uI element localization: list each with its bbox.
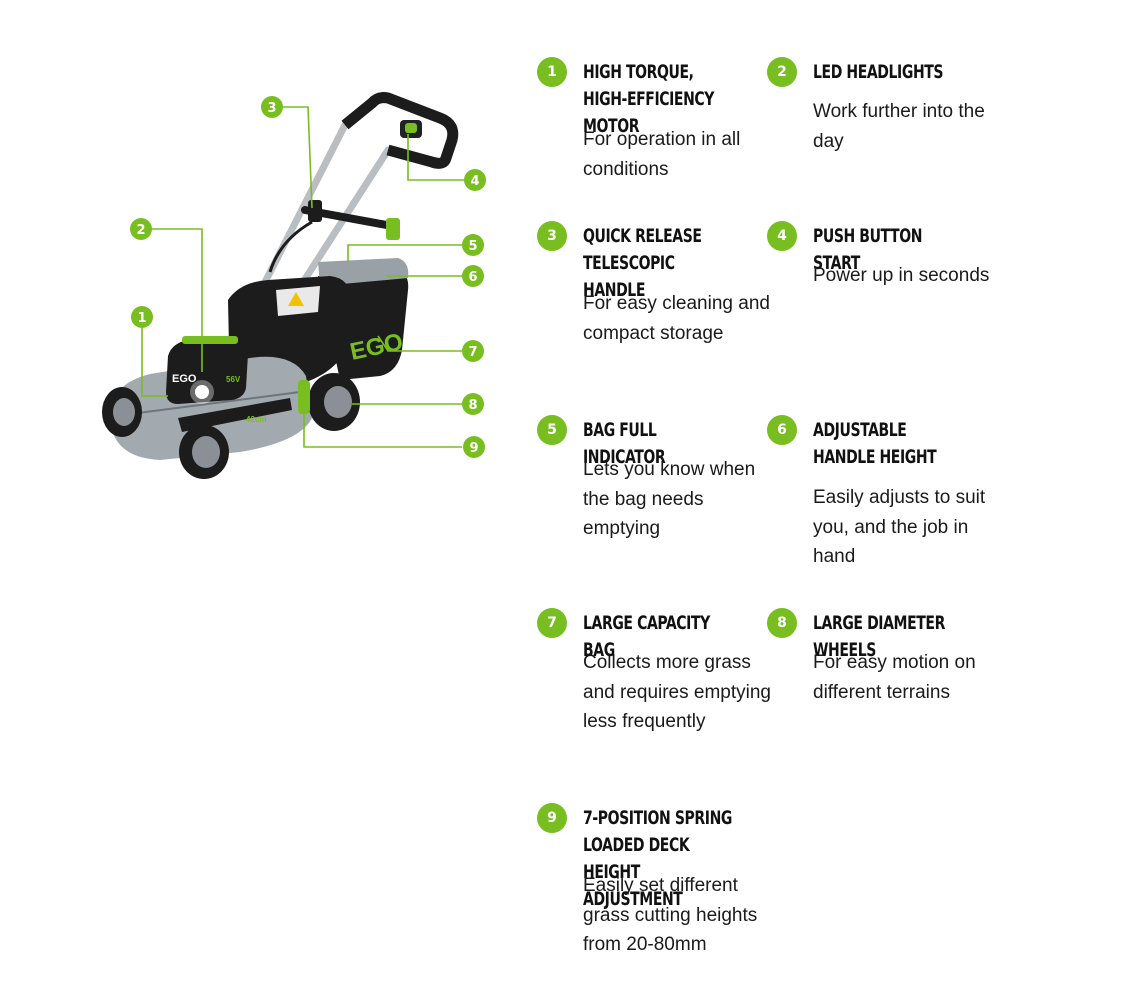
svg-text:2: 2: [136, 223, 145, 238]
feature-description: For operation in all conditions: [583, 129, 741, 180]
mower-deck: 42cm: [112, 356, 312, 460]
svg-text:8: 8: [468, 398, 477, 413]
feature-description: Power up in seconds: [813, 265, 990, 286]
svg-text:5: 5: [468, 239, 477, 254]
callout-1: 1: [131, 306, 153, 328]
feature-title: LARGE DIAMETER WHEELS: [813, 612, 945, 661]
svg-text:4: 4: [470, 174, 479, 189]
callout-9: 9: [463, 436, 485, 458]
feature-title: QUICK RELEASE TELESCOPIC HANDLE: [583, 225, 702, 301]
callout-2: 2: [130, 218, 152, 240]
battery: EGO 56V: [166, 336, 248, 404]
callout-3: 3: [261, 96, 283, 118]
feature-title: BAG FULL INDICATOR: [583, 419, 666, 468]
feature-description: Easily set different grass cutting heigh…: [583, 875, 758, 955]
callout-7: 7: [462, 340, 484, 362]
feature-number-badge: 4: [767, 221, 797, 251]
feature-description: Collects more grass and requires emptyin…: [583, 652, 771, 732]
feature-description: Lets you know when the bag needs emptyin…: [583, 459, 756, 539]
feature-number-badge: 9: [537, 803, 567, 833]
feature-number-badge: 7: [537, 608, 567, 638]
deck-label: 42cm: [246, 415, 266, 424]
feature-number-badge: 5: [537, 415, 567, 445]
battery-voltage: 56V: [226, 375, 241, 384]
feature-title: LARGE CAPACITY BAG: [583, 612, 710, 661]
feature-title: PUSH BUTTON START: [813, 225, 923, 274]
callout-lines: [141, 106, 464, 448]
callout-4: 4: [464, 169, 486, 191]
feature-number-badge: 6: [767, 415, 797, 445]
svg-text:1: 1: [137, 311, 146, 326]
feature-number-badge: 1: [537, 57, 567, 87]
feature-description: Work further into the day: [813, 101, 985, 152]
callout-8: 8: [462, 393, 484, 415]
svg-text:7: 7: [468, 345, 477, 360]
wheels: [102, 373, 360, 479]
feature-number-badge: 2: [767, 57, 797, 87]
feature-title: LED HEADLIGHTS: [813, 61, 944, 83]
feature-title: ADJUSTABLE HANDLE HEIGHT: [813, 419, 937, 468]
callout-6: 6: [462, 265, 484, 287]
battery-logo: EGO: [172, 373, 197, 385]
mower-illustration: EGO 42cm EGO 56V 1: [102, 92, 486, 479]
svg-text:9: 9: [469, 441, 478, 456]
svg-text:6: 6: [468, 270, 477, 285]
feature-title: 7-POSITION SPRING LOADED DECK HEIGHT ADJ…: [583, 807, 732, 910]
feature-description: For easy cleaning and compact storage: [583, 293, 770, 344]
mower-handle: [258, 92, 459, 294]
feature-description: Easily adjusts to suit you, and the job …: [813, 487, 986, 567]
feature-title: HIGH TORQUE, HIGH-EFFICIENCY MOTOR: [583, 61, 715, 137]
feature-description: For easy motion on different terrains: [813, 652, 976, 703]
feature-number-badge: 8: [767, 608, 797, 638]
callout-5: 5: [462, 234, 484, 256]
svg-text:3: 3: [267, 101, 276, 116]
feature-number-badge: 3: [537, 221, 567, 251]
